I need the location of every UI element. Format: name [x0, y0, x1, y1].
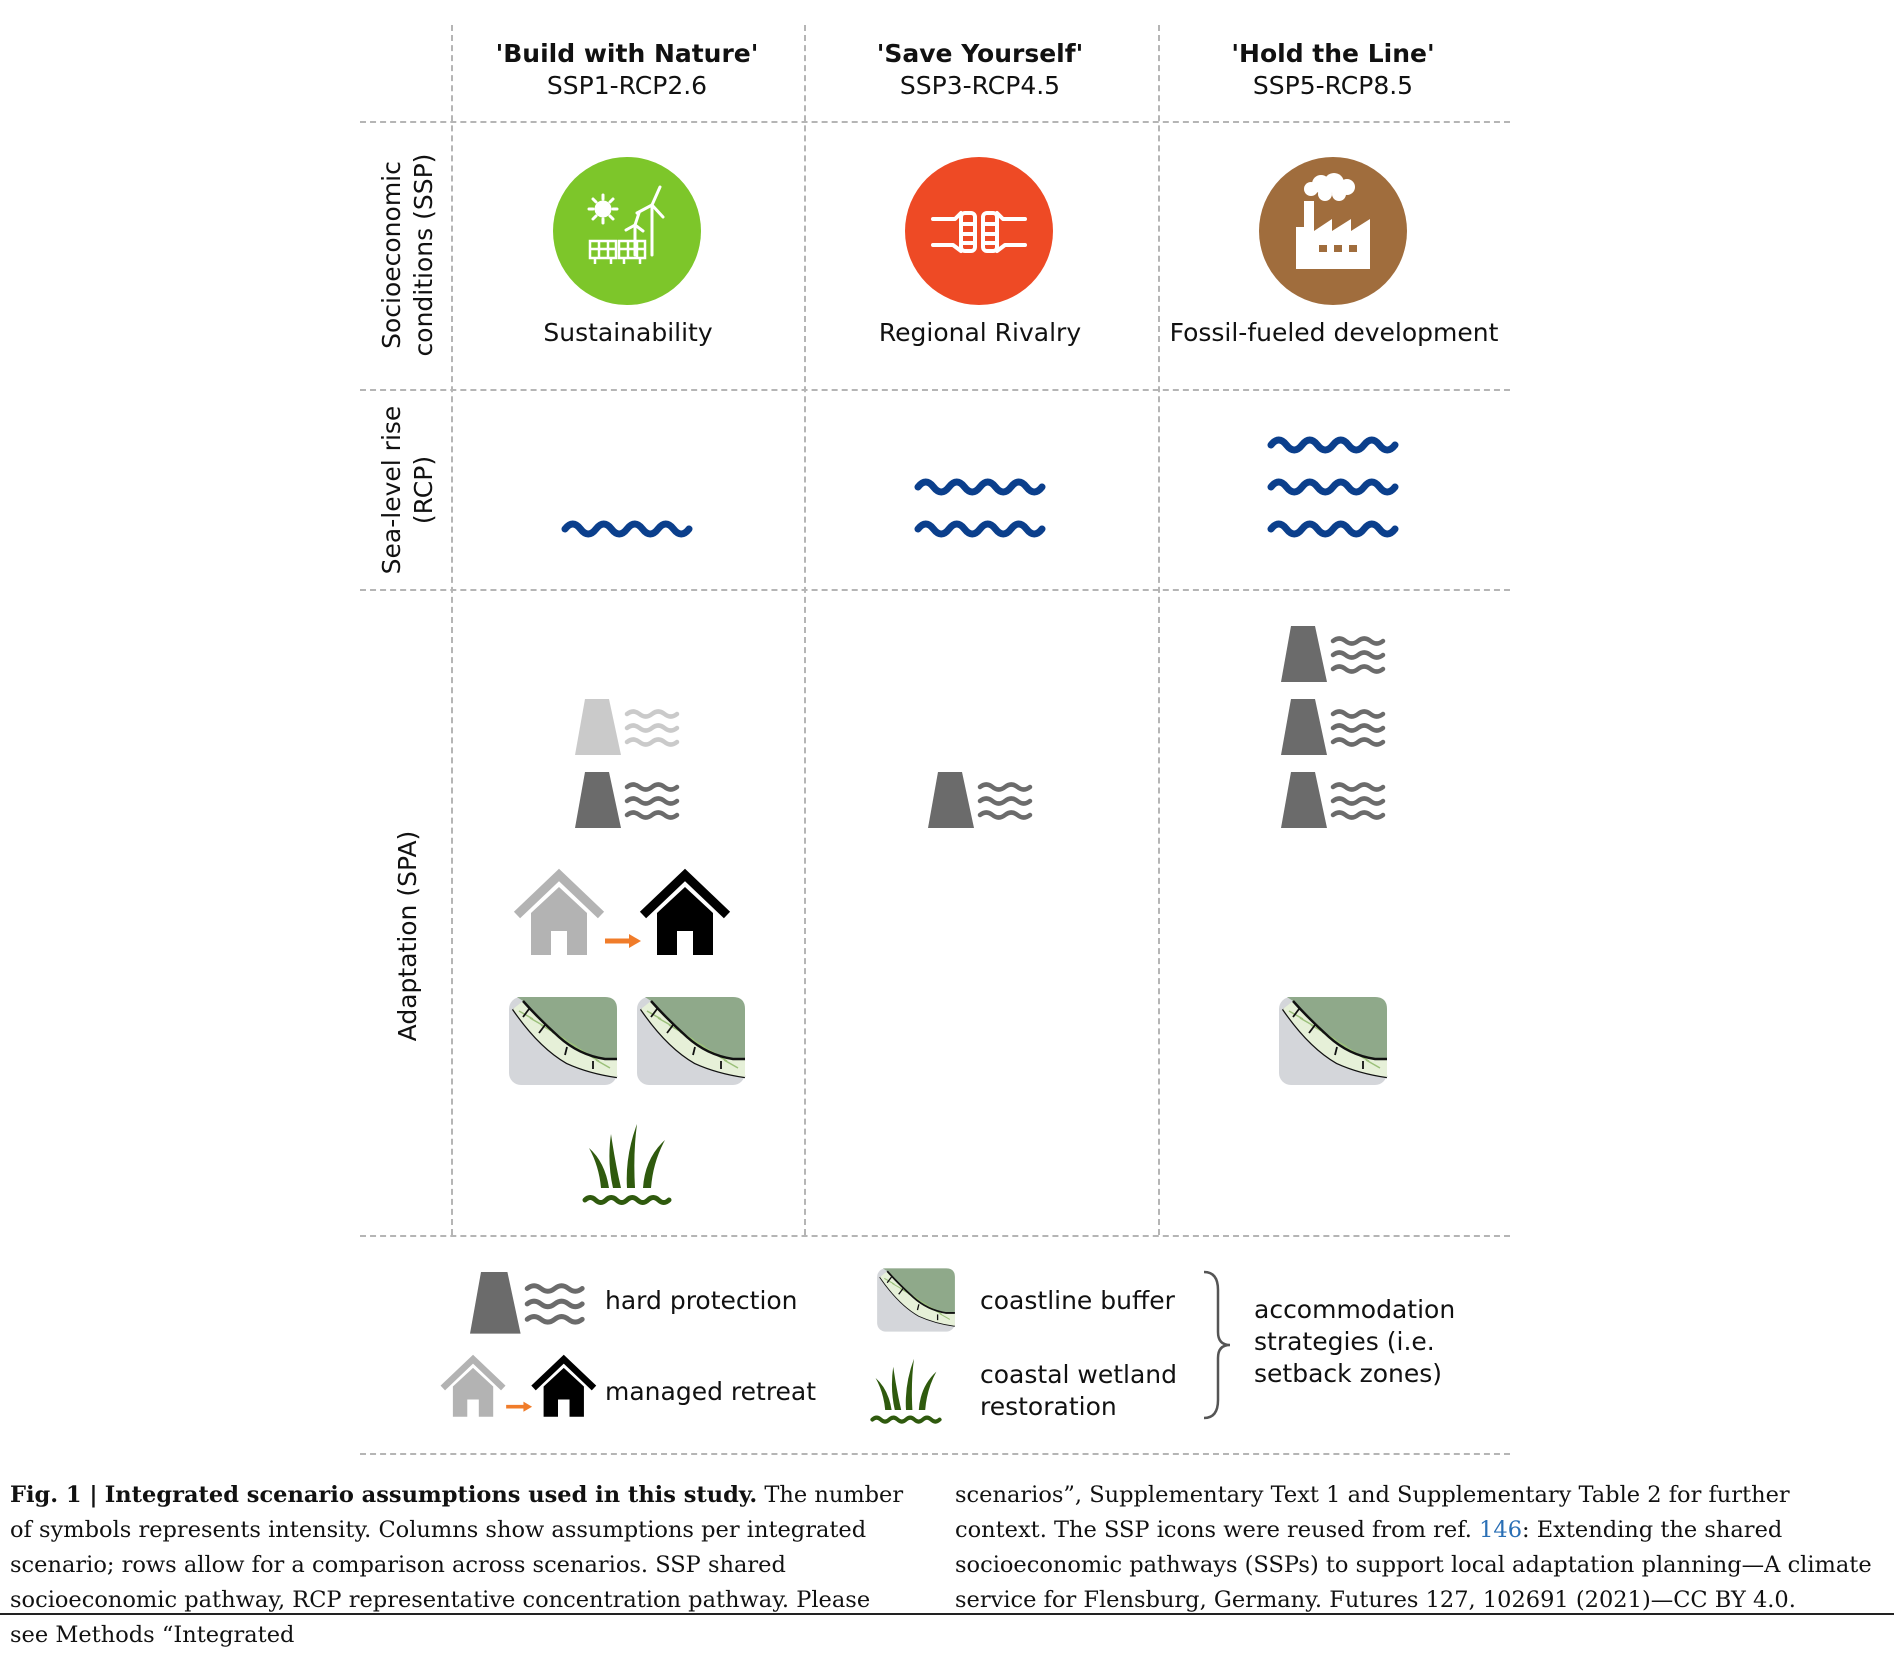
ssp-label: Sustainability [543, 318, 713, 347]
legend-coastline-buffer-label: coastline buffer [980, 1286, 1175, 1315]
handshake-broken-icon [905, 157, 1053, 305]
column-title: 'Build with Nature' [495, 39, 759, 68]
row-divider [360, 389, 1510, 391]
column-divider [451, 25, 453, 1235]
column-subtitle: SSP3-RCP4.5 [899, 71, 1061, 100]
figure-label: Fig. 1 | [10, 1482, 98, 1508]
hard-protection-icon [470, 1272, 585, 1334]
coastline-buffer-icon [877, 1268, 956, 1332]
legend-wetland-line: coastal wetland [980, 1360, 1178, 1389]
legend-wetland-line: restoration [980, 1392, 1117, 1421]
column-header-2: 'Save Yourself' SSP3-RCP4.5 [805, 38, 1155, 102]
column-title: 'Save Yourself' [876, 39, 1084, 68]
figure-caption-text: : Extending the shared socioeconomic pat… [955, 1517, 1872, 1613]
hard-protection-icon [1281, 626, 1386, 682]
managed-retreat-icon [440, 1354, 597, 1417]
legend-managed-retreat-label: managed retreat [605, 1377, 817, 1406]
ssp-label: Regional Rivalry [878, 318, 1082, 347]
legend-accommodation-line: setback zones) [1254, 1359, 1442, 1388]
factory-icon [1259, 157, 1407, 305]
column-title: 'Hold the Line' [1231, 39, 1435, 68]
row-divider [360, 589, 1510, 591]
legend-brace-icon [1203, 1270, 1231, 1420]
wave-icon [1267, 478, 1399, 496]
symbols-layer [440, 436, 1399, 1424]
coastline-buffer-icon [509, 997, 618, 1085]
wind-solar-icon [553, 157, 701, 305]
figure-caption-right: scenarios”, Supplementary Text 1 and Sup… [955, 1478, 1875, 1618]
figure-caption-text: scenarios”, Supplementary Text 1 and Sup… [955, 1482, 1790, 1543]
column-header-3: 'Hold the Line' SSP5-RCP8.5 [1158, 38, 1508, 102]
hard-protection-icon [1281, 699, 1386, 755]
column-divider [1158, 25, 1160, 1235]
column-subtitle: SSP5-RCP8.5 [1252, 71, 1414, 100]
legend-hard-protection-label: hard protection [605, 1286, 798, 1315]
hard-protection-icon [575, 699, 680, 755]
wave-icon [561, 520, 693, 538]
figure-caption-left: Fig. 1 | Integrated scenario assumptions… [10, 1478, 915, 1653]
column-subtitle: SSP1-RCP2.6 [546, 71, 708, 100]
coastline-buffer-icon [1279, 997, 1388, 1085]
ssp-label: Fossil-fueled development [1169, 318, 1499, 347]
hard-protection-icon [575, 772, 680, 828]
wave-icon [914, 478, 1046, 496]
hard-protection-icon [928, 772, 1033, 828]
legend-accommodation-line: strategies (i.e. [1254, 1327, 1435, 1356]
coastline-buffer-icon [637, 997, 746, 1085]
column-header-1: 'Build with Nature' SSP1-RCP2.6 [452, 38, 802, 102]
row-divider [360, 1235, 1510, 1237]
wave-icon [1267, 436, 1399, 454]
legend-accommodation-label: accommodation strategies (i.e. setback z… [1254, 1294, 1455, 1390]
legend-accommodation-line: accommodation [1254, 1295, 1456, 1324]
wave-icon [914, 520, 1046, 538]
row-divider [360, 1453, 1510, 1455]
wetland-restoration-icon [870, 1358, 942, 1424]
wave-icon [1267, 520, 1399, 538]
caption-rule [0, 1613, 1894, 1615]
row-divider [360, 121, 1510, 123]
managed-retreat-icon [513, 868, 731, 955]
column-divider [804, 25, 806, 1235]
figure-title: Integrated scenario assumptions used in … [104, 1482, 758, 1508]
legend-wetland-label: coastal wetland restoration [980, 1359, 1177, 1423]
wetland-restoration-icon [582, 1124, 672, 1205]
hard-protection-icon [1281, 772, 1386, 828]
reference-link[interactable]: 146 [1479, 1517, 1523, 1543]
